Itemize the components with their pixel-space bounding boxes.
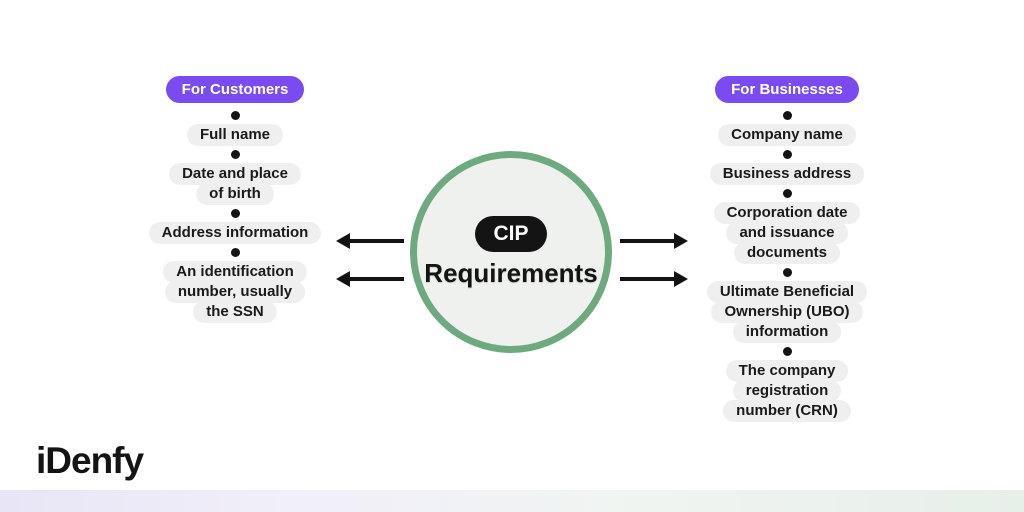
arrow-right-icon xyxy=(620,271,688,287)
customers-badge: For Customers xyxy=(165,76,305,103)
arrow-left-icon xyxy=(336,233,404,249)
item-line: Business address xyxy=(709,163,865,185)
connector-dot xyxy=(230,248,240,257)
item-line: of birth xyxy=(196,183,274,205)
item-line: The company xyxy=(725,360,849,382)
cip-badge: CIP xyxy=(475,215,547,252)
item-line: Company name xyxy=(718,124,856,146)
item-line: information xyxy=(732,321,842,343)
businesses-column: For Businesses Company name Business add… xyxy=(687,76,887,422)
list-item-address-information: Address information xyxy=(148,222,322,244)
connector-dot xyxy=(782,268,792,277)
cip-requirements-circle: CIP Requirements xyxy=(410,151,612,353)
circle-title: Requirements xyxy=(424,257,598,288)
item-line: documents xyxy=(733,242,840,264)
connector-dot xyxy=(782,189,792,198)
businesses-badge: For Businesses xyxy=(715,76,859,103)
idenfy-logo: iDenfy xyxy=(36,440,144,481)
item-line: number, usually xyxy=(164,281,306,303)
item-line: the SSN xyxy=(193,301,277,323)
list-item-ubo-information: Ultimate Beneficial Ownership (UBO) info… xyxy=(706,281,868,343)
connector-dot xyxy=(230,150,240,159)
list-item-date-place-birth: Date and place of birth xyxy=(169,163,301,205)
list-item-business-address: Business address xyxy=(709,163,865,185)
list-item-identification-number: An identification number, usually the SS… xyxy=(163,261,307,323)
item-line: Full name xyxy=(186,124,283,146)
customers-column: For Customers Full name Date and place o… xyxy=(125,76,345,323)
list-item-crn: The company registration number (CRN) xyxy=(723,360,851,422)
connector-dot xyxy=(230,209,240,218)
arrow-left-icon xyxy=(336,271,404,287)
item-line: Corporation date xyxy=(713,202,861,224)
connector-dot xyxy=(782,111,792,120)
item-line: An identification xyxy=(163,261,307,283)
item-line: number (CRN) xyxy=(723,400,851,422)
list-item-corporation-date: Corporation date and issuance documents xyxy=(713,202,861,264)
item-line: Address information xyxy=(148,222,322,244)
item-line: Ownership (UBO) xyxy=(711,301,863,323)
list-item-company-name: Company name xyxy=(718,124,856,146)
item-line: Ultimate Beneficial xyxy=(706,281,868,303)
list-item-full-name: Full name xyxy=(186,124,283,146)
item-line: and issuance xyxy=(726,222,848,244)
item-line: Date and place xyxy=(169,163,301,185)
connector-dot xyxy=(230,111,240,120)
item-line: registration xyxy=(732,380,842,402)
connector-dot xyxy=(782,150,792,159)
arrow-right-icon xyxy=(620,233,688,249)
connector-dot xyxy=(782,347,792,356)
bottom-gradient-strip xyxy=(0,490,1024,512)
